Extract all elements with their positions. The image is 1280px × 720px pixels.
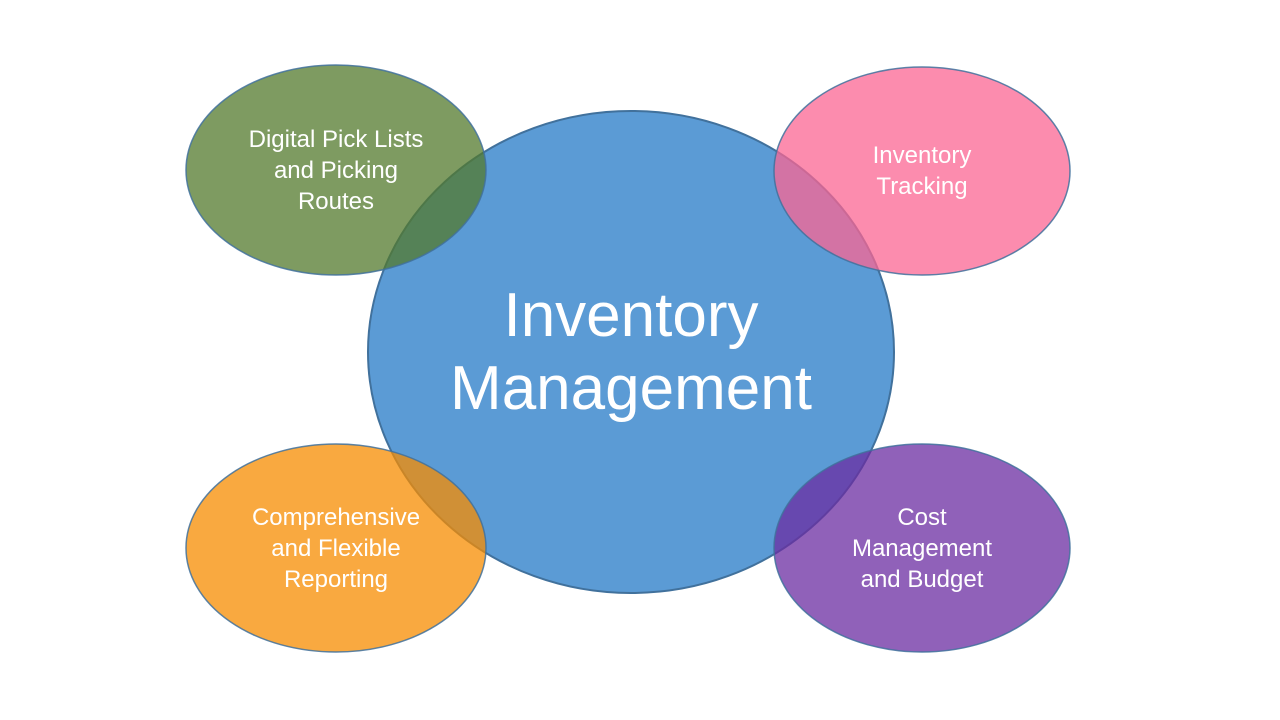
bubble-digital-pick-lists: [185, 64, 487, 276]
bubble-comprehensive-reporting: [185, 443, 487, 653]
bubble-cost-management: [773, 443, 1071, 653]
bubble-inventory-tracking: [773, 66, 1071, 276]
center-circle: [367, 110, 895, 594]
